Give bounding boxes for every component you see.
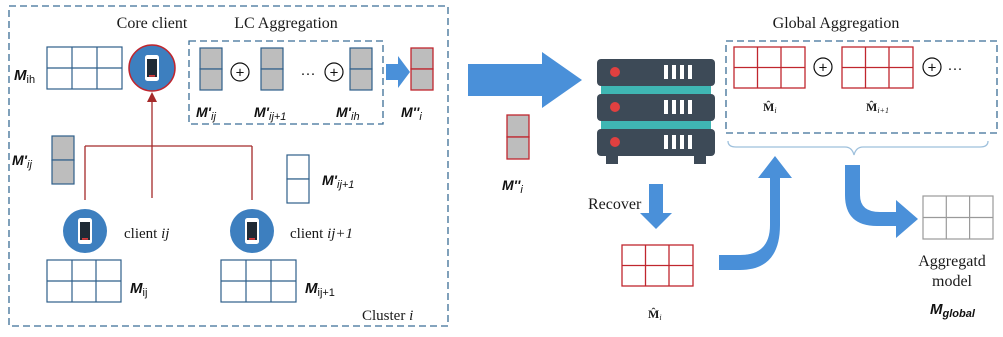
lc-vector-ih xyxy=(349,47,373,91)
global-term-1-matrix xyxy=(733,46,806,89)
client-ij1-phone-icon xyxy=(230,209,274,253)
m-ih-label: Mih xyxy=(14,67,35,86)
svg-text:+: + xyxy=(928,60,937,77)
svg-text:+: + xyxy=(330,65,339,82)
global-brace xyxy=(727,140,989,156)
global-term-2-matrix xyxy=(841,46,914,89)
m-prime-ij1-vector xyxy=(286,154,310,204)
global-plus-1: + xyxy=(813,57,833,77)
lc-vector-ij1 xyxy=(260,47,284,91)
transfer-label: M''i xyxy=(502,177,523,196)
global-aggregation-box xyxy=(725,40,998,134)
lc-term-ih-label: M'ih xyxy=(336,104,360,123)
svg-text:+: + xyxy=(236,65,245,82)
transfer-vector xyxy=(506,114,530,160)
global-model-matrix xyxy=(922,195,994,240)
lc-result-vector xyxy=(410,47,434,91)
lc-term-ij1-label: M'ij+1 xyxy=(254,104,286,123)
output-symbol: Mglobal xyxy=(930,301,976,320)
client-links xyxy=(84,100,253,200)
recover-arrow xyxy=(640,184,672,229)
m-prime-ij1-label: M'ij+1 xyxy=(322,172,354,191)
server-icon xyxy=(597,59,715,164)
lc-vector-ij xyxy=(199,47,223,91)
lc-result-label: M''i xyxy=(401,104,422,123)
m-prime-ij-vector xyxy=(51,135,75,185)
client-ij1-label: client ij+1 xyxy=(290,226,353,242)
client-ij-label: client ij xyxy=(124,226,169,242)
output-label-line1: Aggregatd xyxy=(918,253,986,270)
output-label-line2: model xyxy=(932,273,973,290)
m-ij1-matrix xyxy=(220,259,297,303)
global-ellipsis: ··· xyxy=(948,60,963,77)
m-ij-matrix xyxy=(46,259,122,303)
lc-aggregation-title: LC Aggregation xyxy=(234,15,338,32)
cluster-label: Cluster i xyxy=(362,308,413,324)
core-client-phone-icon xyxy=(128,44,176,92)
global-to-output-arrow xyxy=(845,165,918,238)
m-prime-ij-label: M'ij xyxy=(12,152,32,171)
lc-aggregation-box xyxy=(188,40,384,125)
core-client-label: Core client xyxy=(117,15,188,32)
lc-plus-2: + xyxy=(324,62,344,82)
lc-term-ij-label: M'ij xyxy=(196,104,216,123)
recover-label: Recover xyxy=(588,196,642,213)
lc-ellipsis: ··· xyxy=(301,65,316,82)
m-ij1-label: Mij+1 xyxy=(305,280,335,299)
global-aggregation-title: Global Aggregation xyxy=(773,15,900,32)
client-ij-phone-icon xyxy=(63,209,107,253)
m-ij-label: Mij xyxy=(130,280,147,299)
recovered-matrix xyxy=(621,244,694,287)
cluster-to-server-arrow xyxy=(468,52,582,108)
svg-text:+: + xyxy=(819,60,828,77)
global-term-2-label: M̂i+1 xyxy=(866,100,889,115)
recovered-to-global-arrow xyxy=(719,156,792,270)
recovered-label: M̂i xyxy=(648,307,662,322)
cluster-box xyxy=(8,5,449,327)
global-term-1-label: M̂i xyxy=(763,100,777,115)
lc-result-arrow xyxy=(386,56,410,88)
lc-plus-1: + xyxy=(230,62,250,82)
core-link-arrowhead xyxy=(147,92,157,102)
global-plus-2: + xyxy=(922,57,942,77)
m-ih-matrix xyxy=(46,46,123,90)
